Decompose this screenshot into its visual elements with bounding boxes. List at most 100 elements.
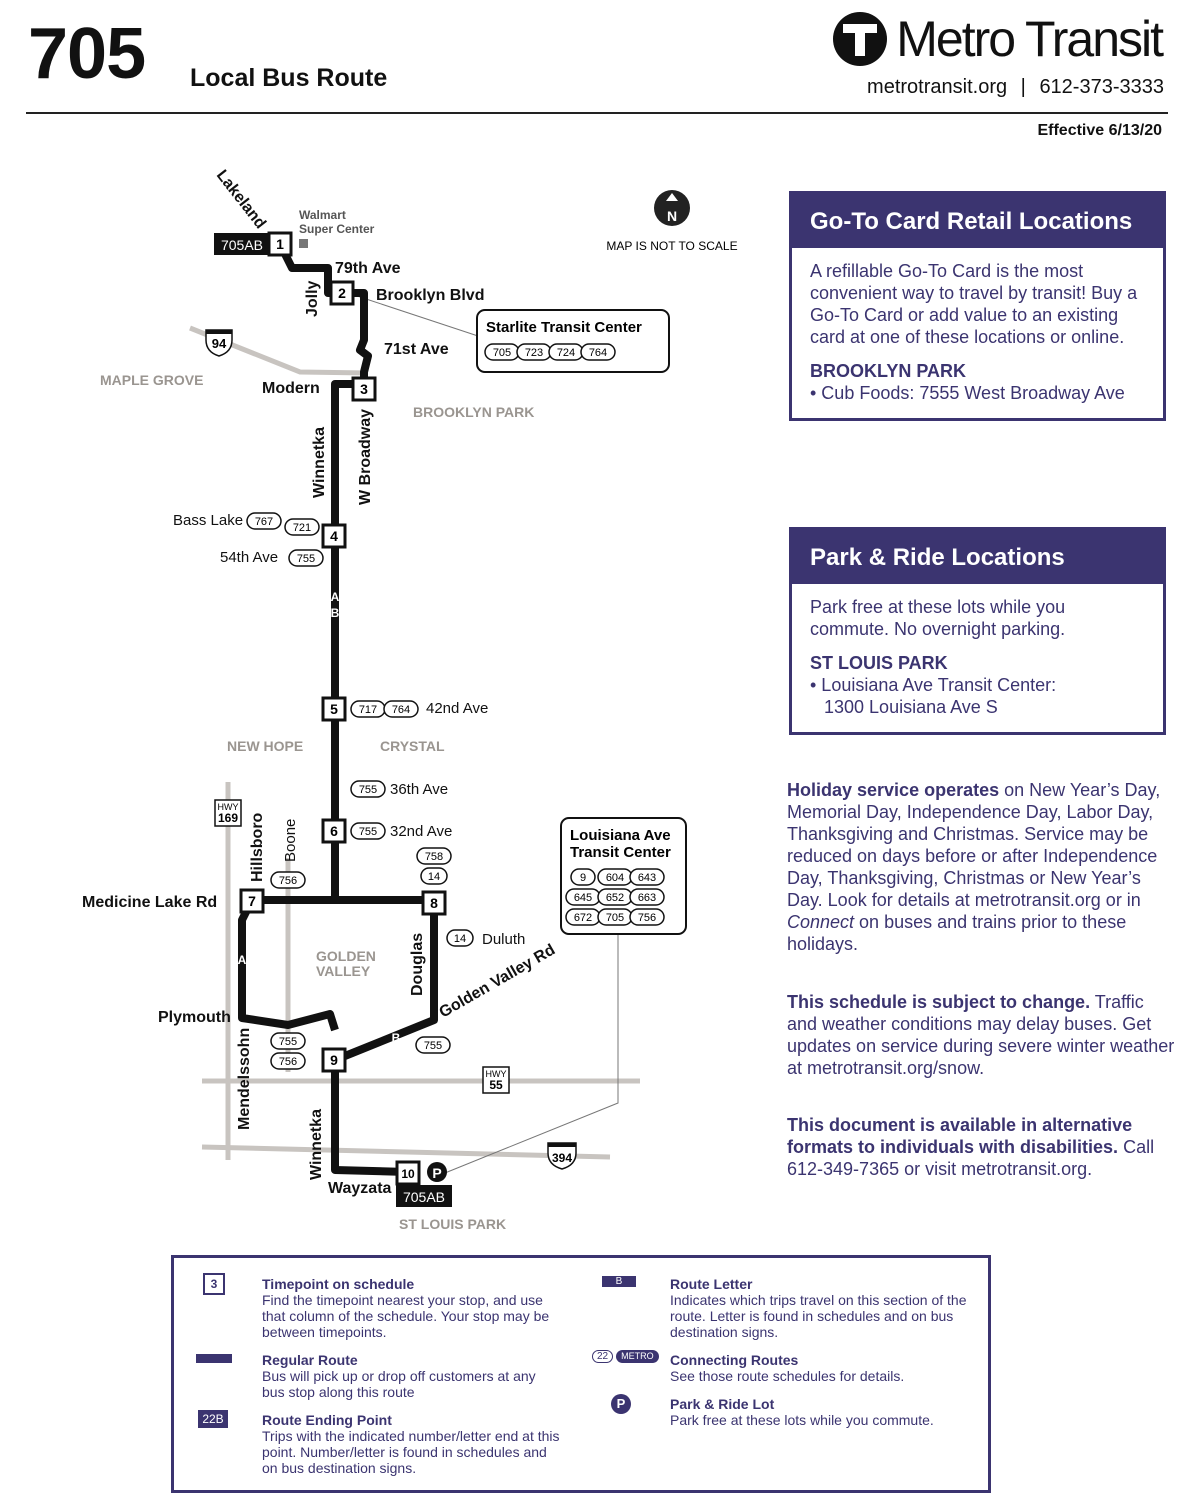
timepoint-3: 3: [351, 376, 377, 402]
effective-date: Effective 6/13/20: [1037, 122, 1162, 139]
terminal-bottom: 705AB: [396, 1185, 452, 1207]
svg-text:1: 1: [276, 236, 284, 252]
svg-text:717: 717: [359, 704, 377, 716]
svg-text:169: 169: [218, 811, 238, 825]
street-bass-lake: Bass Lake: [173, 512, 243, 529]
legend-timepoint: Timepoint on schedule Find the timepoint…: [262, 1276, 550, 1340]
walmart-marker: [299, 239, 308, 248]
timepoint-6: 6: [321, 818, 347, 844]
svg-text:724: 724: [557, 347, 575, 359]
starlite-route-723: 723: [516, 343, 552, 361]
route-letter-b-gv: B: [392, 1031, 401, 1045]
street-hillsboro: Hillsboro: [249, 812, 266, 882]
louisiana-route-604: 604: [597, 868, 633, 886]
legend-route-ending: Route Ending Point Trips with the indica…: [262, 1412, 560, 1476]
svg-text:643: 643: [638, 872, 656, 884]
route-type: Local Bus Route: [190, 64, 388, 92]
street-duluth: Duluth: [482, 931, 525, 948]
street-lakeland: Lakeland: [213, 167, 269, 232]
connecting-routes-legend-icon: 22 METRO: [592, 1350, 659, 1363]
connector-lines: [347, 292, 619, 1176]
svg-text:P: P: [432, 1165, 441, 1181]
svg-text:9: 9: [330, 1052, 338, 1068]
connecting-route-758: 758: [416, 847, 452, 865]
connecting-route-14: 14: [446, 929, 474, 947]
gotocard-title: Go-To Card Retail Locations: [792, 194, 1163, 248]
north-arrow-icon: N: [654, 190, 690, 226]
svg-text:764: 764: [392, 704, 410, 716]
louisiana-route-645: 645: [565, 888, 601, 906]
contact-line: metrotransit.org | 612-373-3333: [867, 76, 1164, 98]
street-modern: Modern: [262, 380, 320, 397]
svg-text:705AB: 705AB: [221, 237, 263, 253]
street-42nd-ave: 42nd Ave: [426, 700, 488, 717]
svg-text:755: 755: [359, 784, 377, 796]
connecting-route-756: 756: [270, 871, 306, 889]
svg-text:721: 721: [293, 522, 311, 534]
street-douglas: Douglas: [409, 933, 426, 996]
map-legend: 3 Timepoint on schedule Find the timepoi…: [171, 1255, 991, 1493]
legend-regular-route: Regular Route Bus will pick up or drop o…: [262, 1352, 536, 1400]
svg-text:672: 672: [574, 912, 592, 924]
svg-text:HWY: HWY: [218, 802, 239, 812]
street-golden-valley-rd: Golden Valley Rd: [437, 941, 559, 1021]
louisiana-route-672: 672: [565, 908, 601, 926]
regular-route-legend-icon: [196, 1354, 232, 1363]
route-number: 705: [28, 14, 146, 94]
area-new-hope: NEW HOPE: [227, 738, 303, 754]
parkride-body: Park free at these lots while you commut…: [810, 597, 1066, 639]
street-32nd-ave: 32nd Ave: [390, 823, 452, 840]
gotocard-location: • Cub Foods: 7555 West Broadway Ave: [810, 383, 1125, 403]
svg-text:604: 604: [606, 872, 624, 884]
svg-text:7: 7: [248, 893, 256, 909]
louisiana-route-663: 663: [629, 888, 665, 906]
connecting-route-764: 764: [383, 700, 419, 718]
svg-text:705: 705: [606, 912, 624, 924]
louisiana-route-9: 9: [570, 868, 596, 886]
svg-text:755: 755: [359, 826, 377, 838]
louisiana-route-652: 652: [597, 888, 633, 906]
street-brooklyn-blvd: Brooklyn Blvd: [376, 287, 484, 304]
i394-shield: 394: [547, 1142, 577, 1170]
connecting-route-755: 755: [350, 780, 386, 798]
route-letter-a-west: A: [238, 953, 247, 967]
svg-text:755: 755: [424, 1040, 442, 1052]
svg-text:756: 756: [279, 1056, 297, 1068]
svg-text:14: 14: [454, 933, 466, 945]
accessibility-notice: This document is available in alternativ…: [787, 1115, 1155, 1179]
not-to-scale-note: MAP IS NOT TO SCALE: [606, 239, 737, 253]
street-boone: Boone: [282, 819, 299, 862]
connecting-route-755: 755: [350, 822, 386, 840]
connecting-route-756: 756: [270, 1052, 306, 1070]
louisiana-name-1: Louisiana Ave: [570, 827, 671, 844]
svg-text:5: 5: [330, 701, 338, 717]
street-wayzata: Wayzata: [328, 1180, 392, 1197]
timepoint-9: 9: [321, 1047, 347, 1073]
svg-text:756: 756: [638, 912, 656, 924]
svg-text:723: 723: [525, 347, 543, 359]
phone[interactable]: 612-373-3333: [1039, 76, 1164, 98]
parkride-location-1: • Louisiana Ave Transit Center:: [810, 675, 1057, 695]
connecting-route-755: 755: [415, 1036, 451, 1054]
change-notice: This schedule is subject to change. Traf…: [787, 992, 1175, 1078]
starlite-route-764: 764: [580, 343, 616, 361]
timepoint-2: 2: [329, 280, 355, 306]
timepoint-10: 10: [395, 1160, 421, 1186]
svg-text:10: 10: [401, 1167, 415, 1181]
minor-street-labels: Bass Lake 54th Ave 42nd Ave 36th Ave 32n…: [173, 512, 525, 948]
svg-text:705: 705: [493, 347, 511, 359]
svg-text:2: 2: [338, 285, 346, 301]
timepoint-legend-icon: 3: [203, 1273, 225, 1295]
park-ride-legend-icon: P: [611, 1394, 631, 1414]
holiday-notice: Holiday service operates on New Year’s D…: [787, 780, 1161, 954]
street-mendelssohn: Mendelssohn: [236, 1028, 253, 1130]
svg-text:394: 394: [552, 1151, 572, 1165]
metro-transit-t-logo: [833, 12, 888, 66]
svg-text:755: 755: [297, 553, 315, 565]
website[interactable]: metrotransit.org: [867, 76, 1008, 98]
gotocard-body: A refillable Go-To Card is the most conv…: [810, 261, 1138, 347]
area-maple-grove: MAPLE GROVE: [100, 372, 203, 388]
route-map: 94 HWY 169 HWY 55 394 N MAP IS NOT TO SC…: [82, 167, 738, 1232]
